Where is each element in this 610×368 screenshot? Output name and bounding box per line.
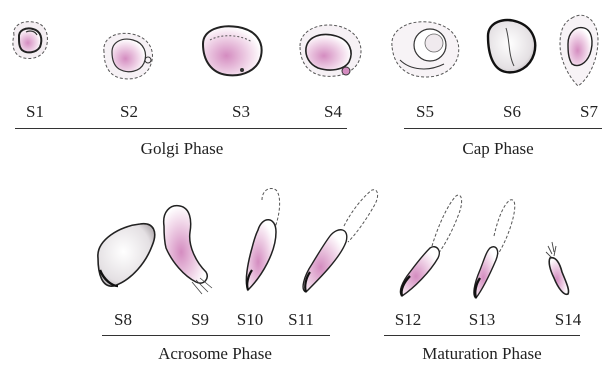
- maturation-phase-label: Maturation Phase: [422, 344, 541, 364]
- maturation-phase-line: [384, 335, 580, 336]
- stage-label-s2: S2: [120, 102, 138, 122]
- stage-label-s10: S10: [237, 310, 263, 330]
- cell-s14-icon: [546, 242, 569, 294]
- acrosome-phase-line: [102, 335, 330, 336]
- cell-s8-icon: [98, 224, 155, 286]
- cell-s10-icon: [246, 188, 279, 290]
- cell-s9-icon: [164, 206, 212, 294]
- stage-label-s8: S8: [114, 310, 132, 330]
- cell-s1-icon: [13, 22, 48, 59]
- stage-label-s12: S12: [395, 310, 421, 330]
- cell-s7-icon: [560, 15, 598, 86]
- cell-s3-icon: [203, 26, 262, 75]
- golgi-phase-line: [15, 128, 347, 129]
- stage-label-s6: S6: [503, 102, 521, 122]
- stage-label-s4: S4: [324, 102, 342, 122]
- stage-label-s13: S13: [469, 310, 495, 330]
- stage-label-s3: S3: [232, 102, 250, 122]
- cell-s12-icon: [400, 195, 461, 296]
- golgi-phase-label: Golgi Phase: [141, 139, 224, 159]
- acrosome-phase-label: Acrosome Phase: [158, 344, 272, 364]
- stage-label-s7: S7: [580, 102, 598, 122]
- stage-label-s14: S14: [555, 310, 581, 330]
- stage-label-s11: S11: [288, 310, 314, 330]
- stage-label-s9: S9: [191, 310, 209, 330]
- cap-phase-label: Cap Phase: [462, 139, 533, 159]
- stage-label-s5: S5: [416, 102, 434, 122]
- cell-s4-icon: [300, 25, 361, 76]
- cell-s2-icon: [104, 33, 153, 79]
- cell-s5-icon: [392, 22, 459, 77]
- cell-s6-icon: [488, 20, 535, 72]
- stage-label-s1: S1: [26, 102, 44, 122]
- cap-phase-line: [404, 128, 602, 129]
- cell-s11-icon: [303, 190, 378, 292]
- cell-s13-icon: [474, 200, 515, 298]
